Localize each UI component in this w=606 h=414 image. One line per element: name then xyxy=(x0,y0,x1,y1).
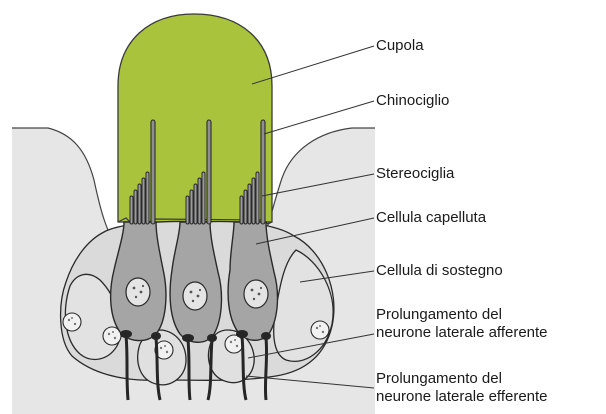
label-afferente-line1: Prolungamento del xyxy=(376,306,548,324)
label-efferente-line2: neurone laterale efferente xyxy=(376,388,548,406)
label-stereociglia: Stereociglia xyxy=(376,165,454,183)
label-afferente-line2: neurone laterale afferente xyxy=(376,324,548,342)
label-afferente: Prolungamento del neurone laterale affer… xyxy=(376,306,548,342)
label-efferente-line1: Prolungamento del xyxy=(376,370,548,388)
label-cellula-capelluta: Cellula capelluta xyxy=(376,209,486,227)
label-efferente: Prolungamento del neurone laterale effer… xyxy=(376,370,548,406)
label-cupola: Cupola xyxy=(376,37,424,55)
label-cellula-sostegno: Cellula di sostegno xyxy=(376,262,503,280)
label-chinociglio: Chinociglio xyxy=(376,92,449,110)
